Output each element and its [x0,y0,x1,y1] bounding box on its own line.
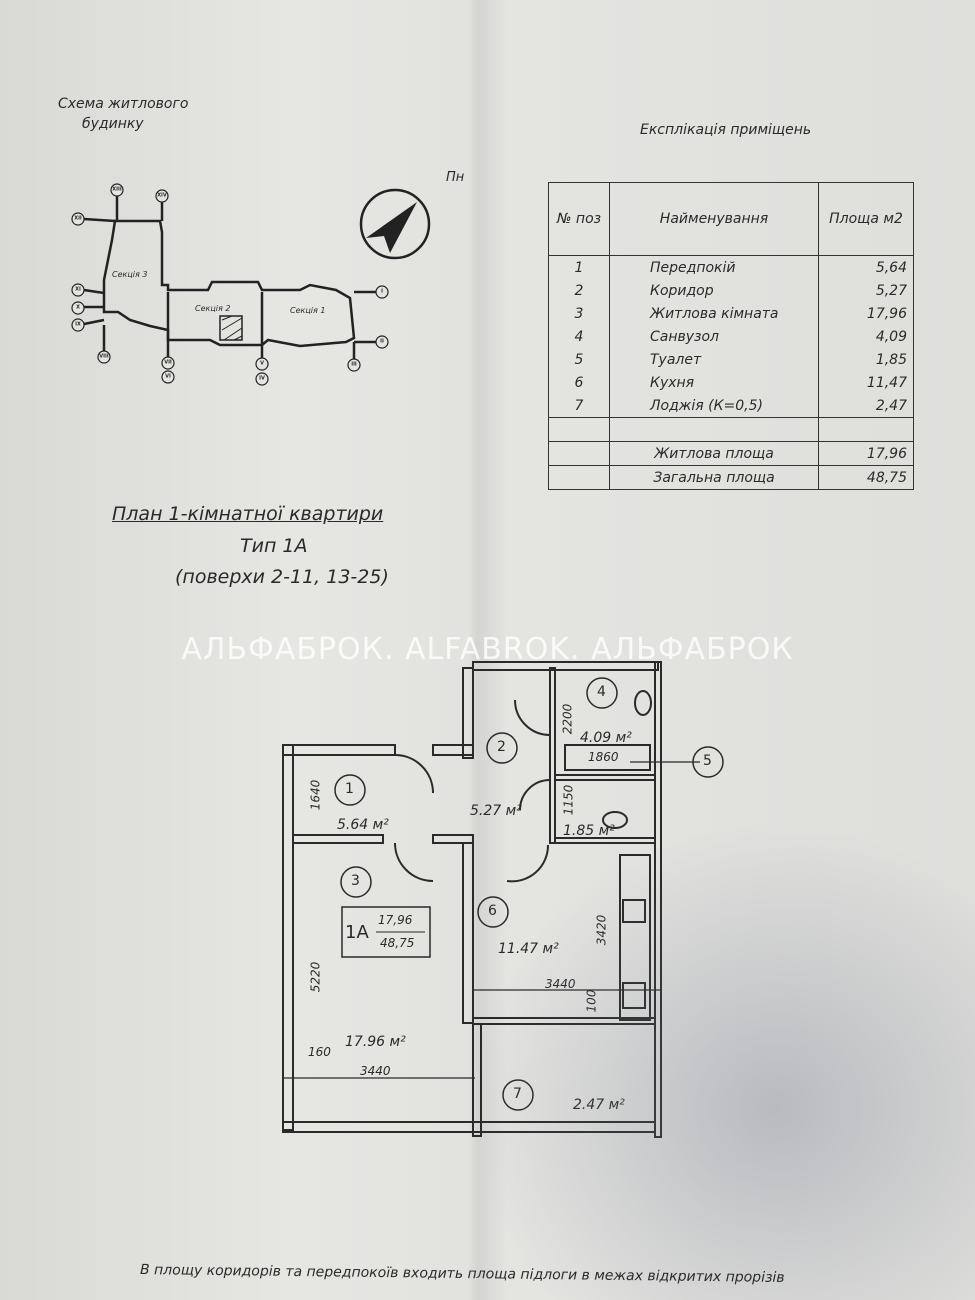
room-number: 5 [703,753,712,769]
section-1-label: Секція 1 [290,306,326,315]
dimension: 3440 [360,1064,391,1078]
row-pos: 6 [548,371,610,394]
axis-label: XIV [157,192,167,199]
dimension: 1860 [588,750,619,764]
scheme-title: Схема житлового [58,96,189,112]
plan-floors: (поверхи 2-11, 13-25) [175,566,389,588]
plan-type: Тип 1А [240,535,308,557]
row-pos: 3 [548,302,610,325]
row-area: 5,27 [818,279,914,302]
apartment-type-badge: 1А [345,922,369,943]
section-3-label: Секція 3 [112,270,148,279]
dimension: 3420 [594,914,609,946]
room-number: 7 [513,1086,522,1102]
dimension: 160 [308,1045,331,1059]
room-number: 2 [497,739,506,755]
watermark: АЛЬФАБРОК. ALFABROK. АЛЬФАБРОК [181,632,794,667]
row-area: 11,47 [818,371,914,394]
row-pos: 1 [548,255,610,279]
axis-label: V [260,360,264,367]
axis-label: III [351,361,357,368]
dimension: 2200 [560,703,575,735]
row-pos: 2 [548,279,610,302]
row-name: Житлова кімната [609,302,819,325]
badge-living-area: 17,96 [378,913,413,927]
floor-plan [282,661,700,1138]
explication-title: Експлікація приміщень [640,122,812,138]
axis-label: IV [259,375,265,382]
section-2-label: Секція 2 [195,304,231,313]
axis-label: IX [75,321,81,328]
row-pos: 4 [548,325,610,348]
row-area: 5,64 [818,255,914,279]
header-area: Площа м2 [818,182,914,256]
room-area: 11.47 м² [498,941,559,957]
scheme-title-2: будинку [82,116,144,132]
dimension: 1150 [561,784,576,816]
row-pos: 7 [548,394,610,418]
row-area: 1,85 [818,348,914,371]
row-name: Передпокій [609,255,819,279]
room-area: 4.09 м² [580,730,632,746]
plan-title: План 1-кімнатної квартири [112,503,384,525]
row-name: Лоджія (К=0,5) [609,394,819,418]
total-area-label: Загальна площа [609,465,819,490]
axis-label: I [381,288,383,295]
axis-label: XIII [112,186,122,193]
badge-total-area: 48,75 [380,936,415,950]
room-number: 3 [351,873,360,889]
axis-label: VIII [99,353,109,360]
living-area-label: Житлова площа [609,441,819,466]
row-name: Санвузол [609,325,819,348]
row-area: 17,96 [818,302,914,325]
total-area-value: 48,75 [818,465,914,490]
row-pos: 5 [548,348,610,371]
building-scheme [83,196,376,359]
axis-label: VII [164,359,172,366]
row-name: Туалет [609,348,819,371]
room-area: 2.47 м² [573,1097,625,1113]
north-arrow-icon [359,188,431,260]
row-area: 4,09 [818,325,914,348]
header-pos: № поз [548,182,610,256]
room-number: 4 [597,684,606,700]
row-name: Кухня [609,371,819,394]
axis-label: XI [75,286,81,293]
room-area: 5.64 м² [337,817,389,833]
room-number: 6 [488,903,497,919]
room-area: 17.96 м² [345,1034,406,1050]
axis-label: VI [165,373,171,380]
living-area-value: 17,96 [818,441,914,466]
dimension: 1640 [308,779,323,811]
axis-markers [71,183,389,386]
row-area: 2,47 [818,394,914,418]
dimension: 5220 [308,961,323,993]
header-name: Найменування [609,182,819,256]
north-label: Пн [446,170,465,185]
room-number-circles [334,677,724,1111]
axis-label: XII [74,215,82,222]
room-area: 1.85 м² [563,823,615,839]
axis-label: X [76,304,80,311]
dimension: 100 [584,989,599,1013]
room-number: 1 [345,781,354,797]
axis-label: II [380,338,384,345]
room-area: 5.27 м² [470,803,522,819]
row-name: Коридор [609,279,819,302]
dimension: 3440 [545,977,576,991]
